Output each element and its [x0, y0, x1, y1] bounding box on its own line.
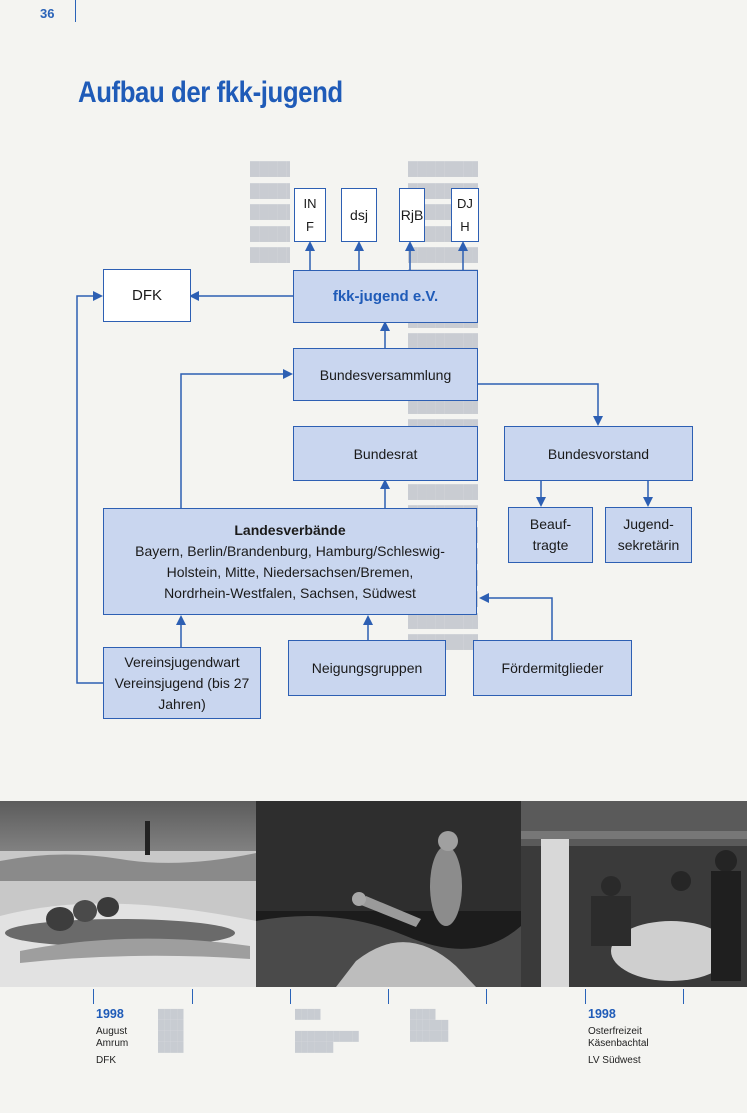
vereinsjugend-line-2: Vereinsjugend (bis 27 [114, 674, 250, 691]
org-chart-connectors [76, 241, 653, 684]
beach-photo-graphic [0, 801, 256, 987]
vereinsjugend-line-3: Jahren) [158, 695, 206, 712]
landesverbaende-title: Landesverbände [234, 521, 346, 538]
timeline-ghost-text: ████████████████ [158, 1009, 184, 1052]
timeline-entry-1-line-2: Amrum [96, 1038, 129, 1049]
arrow-lv-to-bv [180, 369, 293, 508]
box-dsj: dsj [341, 188, 377, 242]
timeline-tick [192, 989, 193, 1004]
box-rjb: RjB [399, 188, 425, 242]
box-landesverbaende: Landesverbände Bayern, Berlin/Brandenbur… [103, 508, 477, 615]
box-inf: IN F [294, 188, 326, 242]
vereinsjugend-content: Vereinsjugendwart Vereinsjugend (bis 27 … [115, 652, 250, 715]
landesverbaende-content: Landesverbände Bayern, Berlin/Brandenbur… [135, 520, 445, 604]
arrow-vereinsjugend-to-dfk [76, 291, 103, 684]
box-vereinsjugend: Vereinsjugendwart Vereinsjugend (bis 27 … [103, 647, 261, 719]
group-photo-graphic [521, 801, 747, 987]
landesverbaende-line-1: Bayern, Berlin/Brandenburg, Hamburg/Schl… [135, 542, 445, 559]
timeline-year-2: 1998 [588, 1007, 616, 1021]
arrow-bv-to-vorstand [477, 383, 603, 426]
timeline-year-1: 1998 [96, 1007, 124, 1021]
photo-group [521, 801, 747, 987]
vereinsjugend-line-1: Vereinsjugendwart [124, 653, 240, 670]
swimmers-photo-graphic [256, 801, 521, 987]
timeline-tick [93, 989, 94, 1004]
box-bundesrat: Bundesrat [293, 426, 478, 481]
box-beauftragte: Beauf- tragte [508, 507, 593, 563]
timeline-entry-2-line-1: Osterfreizeit [588, 1026, 642, 1037]
landesverbaende-line-2: Holstein, Mitte, Niedersachsen/Bremen, [166, 563, 414, 580]
timeline-tick [585, 989, 586, 1004]
arrow-foerder-to-lv [479, 593, 553, 641]
timeline-entry-2-org: LV Südwest [588, 1055, 641, 1066]
box-neigungsgruppen: Neigungsgruppen [288, 640, 446, 696]
timeline-tick [486, 989, 487, 1004]
box-jugendsekretaerin: Jugend- sekretärin [605, 507, 692, 563]
timeline-entry-1-org: DFK [96, 1055, 116, 1066]
box-bundesvorstand: Bundesvorstand [504, 426, 693, 481]
page-title: Aufbau der fkk-jugend [78, 76, 343, 109]
timeline-entry-2-line-2: Käsenbachtal [588, 1038, 649, 1049]
timeline-ghost-text: ████████████████████ [295, 1009, 359, 1052]
show-through-text-right: █████████████████████████ [250, 161, 290, 262]
timeline: 1998 August Amrum DFK ████████████████ █… [0, 989, 747, 1113]
box-foerdermitglieder: Fördermitglieder [473, 640, 632, 696]
photo-beach [0, 801, 256, 987]
timeline-tick [290, 989, 291, 1004]
box-fkk-jugend: fkk-jugend e.V. [293, 270, 478, 323]
page-number: 36 [40, 6, 55, 21]
landesverbaende-line-3: Nordrhein-Westfalen, Sachsen, Südwest [164, 584, 416, 601]
box-bundesversammlung: Bundesversammlung [293, 348, 478, 401]
timeline-tick [683, 989, 684, 1004]
page-number-rule [75, 0, 76, 22]
timeline-tick [388, 989, 389, 1004]
timeline-ghost-text: ████████████████ [410, 1009, 449, 1041]
box-dfk: DFK [103, 269, 191, 322]
timeline-entry-1-line-1: August [96, 1026, 128, 1037]
photo-swimmers [256, 801, 521, 987]
box-djh: DJ H [451, 188, 479, 242]
